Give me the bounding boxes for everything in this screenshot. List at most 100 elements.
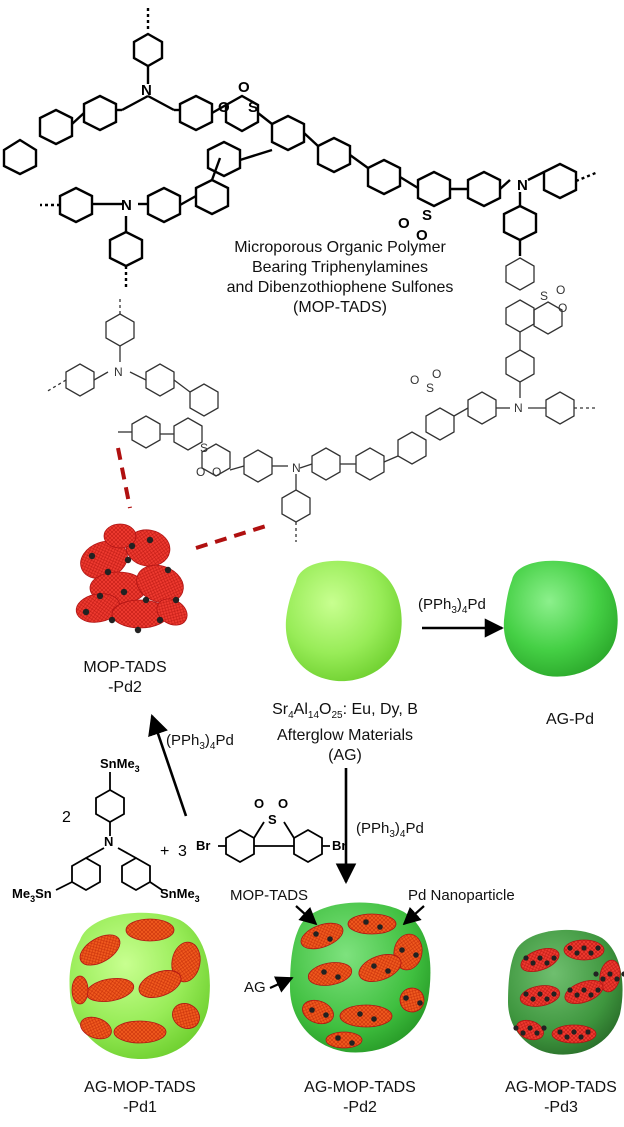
pd-nanoparticle-dot: [607, 971, 613, 977]
pd-nanoparticle-dot: [595, 987, 601, 993]
mop-blob: [347, 913, 397, 935]
ag-caption-line3: (AG): [328, 747, 362, 765]
mop-blob: [325, 1031, 363, 1049]
pd-nanoparticle-dot: [581, 987, 587, 993]
pd-nanoparticle-dot: [581, 945, 587, 951]
pd-nanoparticle-dot: [417, 1000, 423, 1006]
svg-text:Br: Br: [332, 838, 346, 853]
pd-nanoparticle-dot: [534, 1030, 540, 1036]
pd-nanoparticle-dot: [588, 992, 594, 998]
svg-text:O: O: [196, 465, 205, 479]
callout-ag: AG: [244, 979, 266, 996]
callout-pd-nanoparticle: Pd Nanoparticle: [408, 887, 515, 904]
svg-text:O: O: [416, 227, 428, 244]
pd-nanoparticle-dot: [335, 1035, 341, 1041]
pd-nanoparticle-dot: [614, 976, 620, 982]
product-label-pd2-a: AG-MOP-TADS: [304, 1079, 416, 1096]
pd-nanoparticle-dot: [377, 924, 383, 930]
svg-text:O: O: [238, 79, 250, 96]
pd-nanoparticle-dot: [567, 945, 573, 951]
product-label-pd3-b: -Pd3: [544, 1099, 578, 1116]
pd-nanoparticle-dot: [530, 996, 536, 1002]
mop-blob: [358, 954, 402, 982]
polymer-atoms-grey: S O O S O O S O O: [196, 283, 567, 479]
pd-nanoparticle-dot: [357, 1011, 363, 1017]
svg-text:Me3Sn: Me3Sn: [12, 886, 52, 904]
mop-blob: [171, 941, 201, 983]
pd-nanoparticle-dot: [523, 991, 529, 997]
pd-nanoparticle-dot: [321, 969, 327, 975]
pd-nanoparticle-dot: [600, 976, 606, 982]
polymer-caption-line4: (MOP-TADS): [293, 299, 387, 316]
svg-text:O: O: [212, 465, 221, 479]
polymer-caption-line1: Microporous Organic Polymer: [234, 239, 446, 256]
product-label-pd3: AG-MOP-TADS -Pd3: [498, 1078, 624, 1118]
pd-nanoparticle-dot: [567, 987, 573, 993]
product-label-pd2: AG-MOP-TADS -Pd2: [280, 1078, 440, 1118]
pd-nanoparticle-dot: [82, 608, 90, 616]
pd-nanoparticle-dot: [403, 995, 409, 1001]
mop-blob: [113, 1020, 167, 1044]
mop-blob: [399, 987, 425, 1013]
product-label-pd1-a: AG-MOP-TADS: [84, 1079, 196, 1096]
pd-nanoparticle-dot: [530, 960, 536, 966]
pd-nanoparticle-dot: [537, 955, 543, 961]
pd-nanoparticle-dot: [96, 592, 104, 600]
pd-nanoparticle-dot: [164, 566, 172, 574]
pd-nanoparticle-dot: [541, 1025, 547, 1031]
svg-text:N: N: [514, 401, 523, 415]
pd-nanoparticle-dot: [108, 616, 116, 624]
pd-nanoparticle-dot: [544, 996, 550, 1002]
reagent-label-down: (PPh3)4Pd: [356, 820, 424, 840]
pd-nanoparticle-dot: [156, 616, 164, 624]
callouts: [269, 905, 425, 993]
mop-blob: [302, 999, 334, 1025]
mop-blob: [71, 975, 89, 1005]
pd-nanoparticle-dot: [146, 536, 154, 544]
polymer-caption-line3: and Dibenzothiophene Sulfones: [226, 279, 454, 296]
reactant-triphenylamine: [55, 772, 163, 892]
pd-nanoparticle-dot: [371, 963, 377, 969]
pd-nanoparticle-dot: [309, 1007, 315, 1013]
pd-nanoparticle-dot: [551, 991, 557, 997]
callout-mop-tads: MOP-TADS: [230, 887, 309, 904]
svg-text:S: S: [422, 207, 432, 224]
stoichiometry: 2 + 3: [62, 809, 187, 860]
mop-blob: [80, 1016, 112, 1040]
svg-text:N: N: [517, 177, 528, 194]
pd-nanoparticle-dot: [564, 1034, 570, 1040]
svg-text:O: O: [254, 796, 264, 811]
ag-mop-tads-pd3-particle: [508, 929, 624, 1055]
pd-nanoparticle-dot: [551, 955, 557, 961]
svg-text:O: O: [432, 367, 441, 381]
svg-text:N: N: [292, 461, 301, 475]
pd-nanoparticle-dot: [413, 952, 419, 958]
pd-nanoparticle-dot: [104, 568, 112, 576]
reactant2-labels: S O O Br Br: [196, 796, 346, 853]
svg-text:O: O: [218, 99, 230, 116]
ag-mop-tads-pd1-particle: [69, 912, 210, 1060]
svg-text:S: S: [426, 381, 434, 395]
pd-nanoparticle-dot: [349, 1040, 355, 1046]
pd-nanoparticle-dot: [120, 588, 128, 596]
mop-tads-pd2-label-a: MOP-TADS: [83, 659, 167, 676]
product-label-pd1: AG-MOP-TADS -Pd1: [60, 1078, 220, 1118]
pd-nanoparticle-dot: [595, 945, 601, 951]
mop-blob: [103, 523, 137, 549]
product-label-pd1-b: -Pd1: [123, 1099, 157, 1116]
pd-nanoparticle-dot: [172, 596, 180, 604]
product-label-pd2-b: -Pd2: [343, 1099, 377, 1116]
pd-nanoparticle-dot: [128, 542, 136, 550]
svg-text:N: N: [121, 197, 132, 214]
pd-nanoparticle-dot: [621, 971, 624, 977]
svg-text:SnMe3: SnMe3: [160, 886, 200, 904]
pd-nanoparticle-dot: [399, 947, 405, 953]
pd-nanoparticle-dot: [544, 960, 550, 966]
svg-text:N: N: [104, 834, 113, 849]
pd-nanoparticle-dot: [571, 1029, 577, 1035]
pd-nanoparticle-dot: [88, 552, 96, 560]
svg-text:SnMe3: SnMe3: [100, 756, 140, 774]
pd-nanoparticle-dot: [313, 931, 319, 937]
